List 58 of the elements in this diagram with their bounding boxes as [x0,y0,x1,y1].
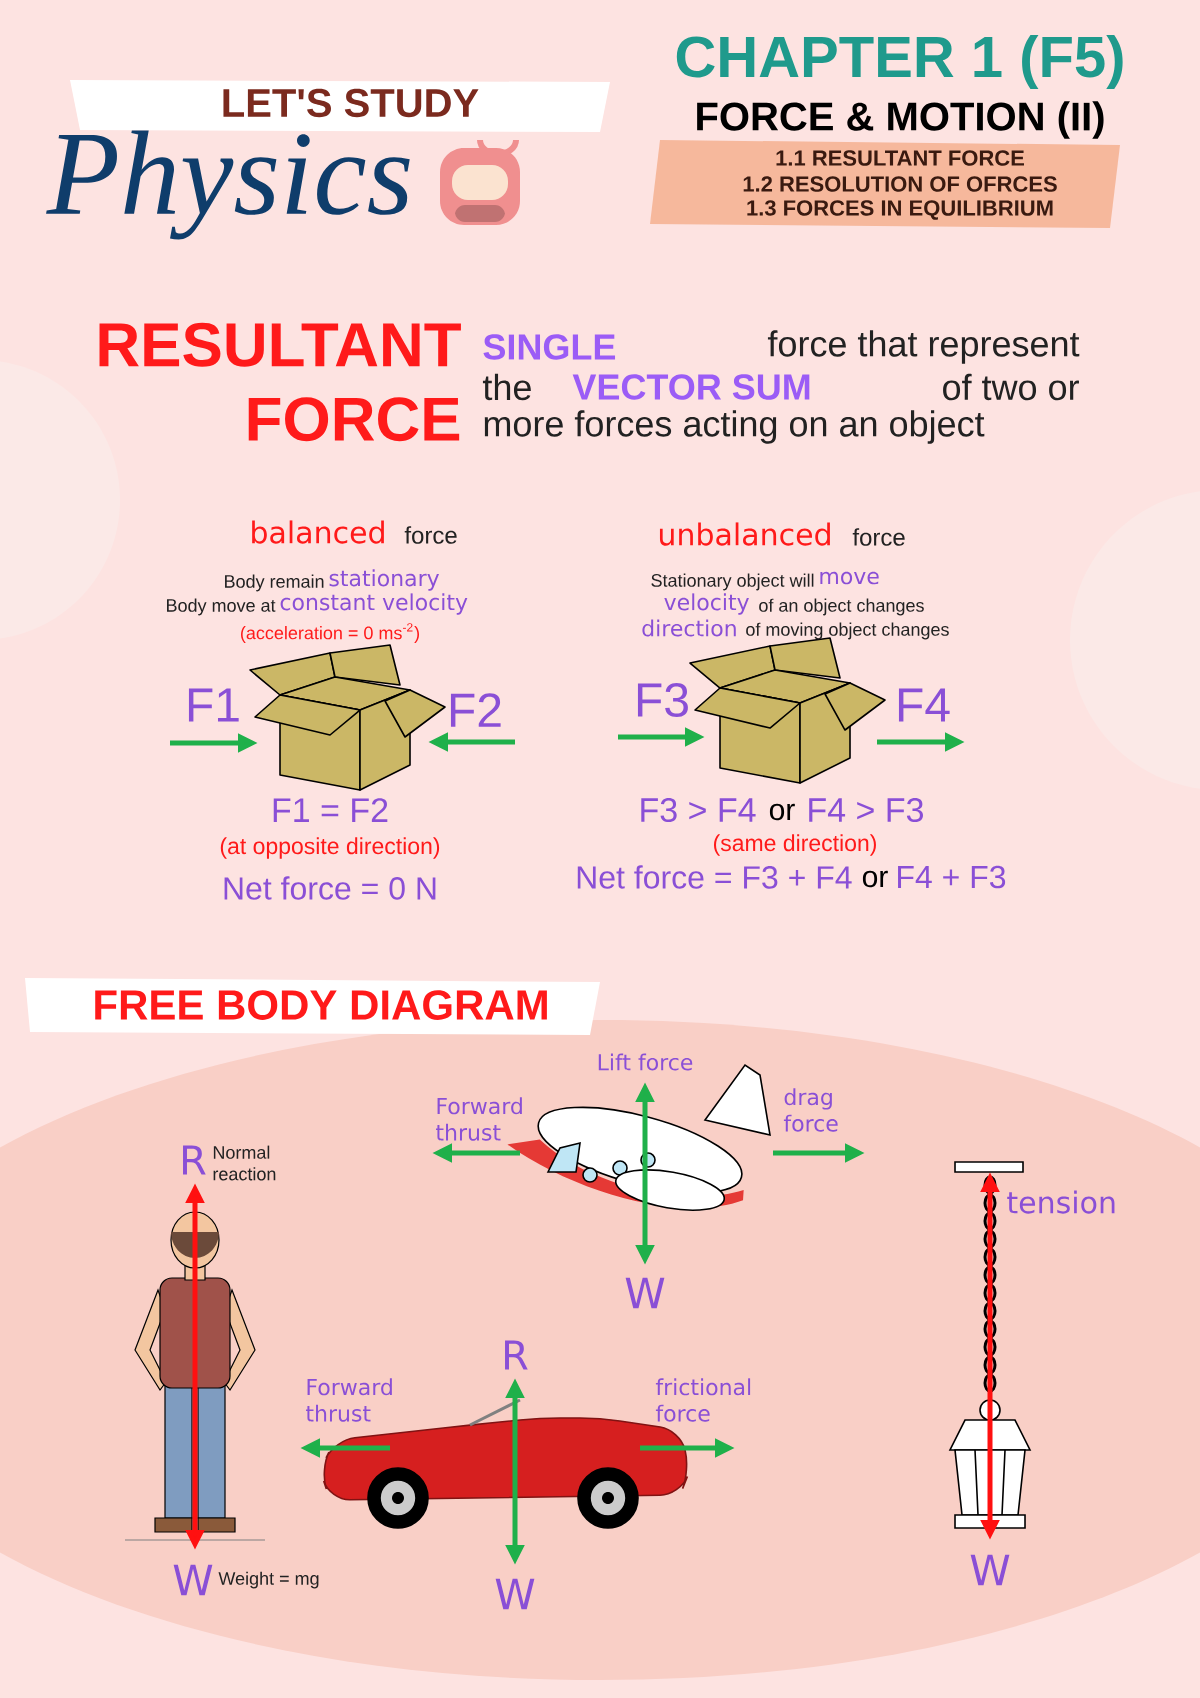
definition-text: the [482,373,531,401]
force-name: Weight = mg [218,1571,319,1589]
force-label: R [183,1145,206,1175]
force-label: W [625,1277,665,1309]
note-text: (acceleration = 0 ms$^{-2}$) [241,623,419,643]
equation-text: Net force = F3 + F4 [577,865,852,889]
section-heading: FREE BODY DIAGRAM [95,990,547,1020]
keyword: stationary [329,569,439,591]
description-text: Body remain [225,574,324,592]
force-label: W [970,1554,1010,1586]
keyword: constant velocity [280,593,468,615]
description-text: Stationary object will [651,573,814,591]
keyword: VECTOR SUM [572,374,810,400]
connector-word: or [862,870,888,888]
definition-text: of two or [943,373,1079,401]
force-name: Forward thrust [306,1378,392,1422]
description-text: of an object changes [759,598,924,616]
force-label: W [495,1578,535,1610]
keyword: move [820,571,879,585]
equation-text: F4 + F3 [898,865,1006,889]
chapter-title: CHAPTER 1 (F5) [676,34,1123,90]
case-heading: unbalanced [659,522,830,546]
equation-text: F3 > F4 [641,797,756,823]
force-name: frictional force [655,1378,751,1422]
banner-text: LET'S STUDY [223,88,479,118]
connector-word: or [769,803,795,821]
subtitle: FORCE & MOTION (II) [697,101,1104,139]
definition-text: force that represent [767,330,1080,364]
keyword: direction [642,619,736,637]
equation-text: Net force = 0 N [224,876,436,900]
force-label: F3 [637,683,688,717]
topic-item: 1.3 FORCES IN EQUILIBRIUM [747,200,1053,220]
keyword: SINGLE [483,334,616,360]
section-heading: RESULTANT FORCE [99,322,461,442]
force-name: Forward thrust [436,1097,522,1141]
topic-item: 1.1 RESULTANT FORCE [776,150,1024,166]
force-label: W [173,1564,213,1596]
note-text: (same direction) [714,834,876,856]
force-label: F1 [188,688,239,722]
equation-text: F1 = F2 [273,798,388,822]
force-name: Normal reaction [213,1145,276,1181]
description-text: Body move at [167,598,276,616]
case-heading: balanced [252,520,384,544]
force-label: F2 [450,693,501,727]
force-label: R [505,1340,528,1370]
note-text: (at opposite direction) [220,837,440,859]
case-heading-suffix: force [404,526,457,544]
definition-text: more forces acting on an object [484,410,985,444]
force-label: F4 [898,688,950,722]
topic-item: 1.2 RESOLUTION OF OFRCES [743,176,1057,192]
force-name: tension [1007,1190,1115,1214]
case-heading-suffix: force [852,528,905,546]
description-text: of moving object changes [746,622,949,640]
script-title: Physics [46,130,410,240]
force-name: Lift force [598,1053,693,1071]
equation-text: F4 > F3 [809,797,923,823]
keyword: velocity [664,593,749,615]
force-name: drag force [783,1088,838,1132]
